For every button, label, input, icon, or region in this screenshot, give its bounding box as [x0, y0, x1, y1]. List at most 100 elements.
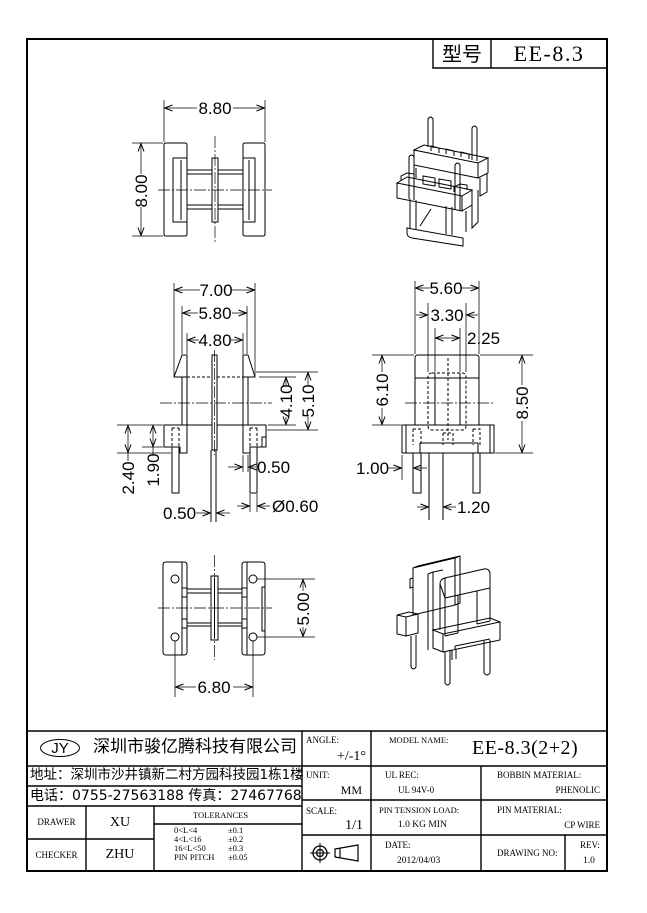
- model-name-value: EE-8.3(2+2): [472, 737, 579, 759]
- dim-label-pin-offset: 1.00: [356, 459, 389, 478]
- model-name-label: MODEL NAME:: [389, 735, 449, 745]
- top-view-dimension-lines: [141, 108, 265, 236]
- dim-label-flange-thickness: 0.50: [257, 458, 290, 477]
- top-view-centerlines: [158, 136, 272, 243]
- top-view-outline: [163, 142, 266, 237]
- isometric-pins: [408, 116, 478, 210]
- isometric-body-2: [396, 555, 502, 653]
- tolerance-value: ±0.3: [228, 843, 244, 853]
- dim-label-pin-diameter: Ø0.60: [272, 497, 318, 516]
- front-view: 7.00 5.80 4.80 4.10 5.10 2.40 1.90 0.50 …: [117, 281, 318, 523]
- checker-value: ZHU: [105, 847, 135, 862]
- dim-label-pin-gap: 1.20: [457, 498, 490, 517]
- tolerance-range: 16<L<50: [174, 843, 206, 853]
- dim-label-height: 8.00: [132, 174, 151, 207]
- tolerance-value: ±0.05: [228, 852, 248, 862]
- rev-value: 1.0: [583, 856, 595, 866]
- header-box-lines: [432, 39, 607, 69]
- address-cell: 地址：深圳市沙井镇新二村方园科技园1栋1楼: [27, 766, 304, 786]
- first-angle-projection-icon: [310, 843, 359, 863]
- projection-cell: [302, 835, 371, 871]
- dim-label-base-step: 1.90: [144, 453, 163, 486]
- model-label-cell: 型号: [433, 39, 491, 68]
- pin-material-value: CP WIRE: [564, 820, 600, 830]
- pin-hole-icon: [248, 574, 258, 584]
- side-view-outline: [401, 354, 495, 520]
- tolerances-body-cell: 0<L<4 ±0.1 4<L<16 ±0.2 16<L<50 ±0.3 PIN …: [154, 824, 302, 871]
- dim-label-center-pin: 0.50: [163, 504, 196, 523]
- drawing-no-label: DRAWING NO:: [497, 848, 558, 858]
- front-view-dimension-lines: [128, 290, 308, 513]
- dim-label-window: 3.30: [430, 306, 463, 325]
- rev-label: REV:: [580, 840, 600, 850]
- model-label: 型号: [442, 41, 482, 66]
- dim-label-pin-span: 6.80: [197, 678, 230, 697]
- angle-value: +/-1°: [336, 749, 366, 764]
- tolerances-header-cell: TOLERANCES: [154, 806, 302, 824]
- company-cell: JY 深圳市骏亿腾科技有限公司: [27, 731, 302, 766]
- bobbin-material-value: PHENOLIC: [555, 785, 601, 795]
- dim-label-flange-height: 5.10: [299, 384, 318, 417]
- scale-value: 1/1: [345, 818, 363, 833]
- dim-label-winding: 4.10: [277, 384, 296, 417]
- bobbin-material-label: BOBBIN MATERIAL:: [497, 770, 582, 780]
- company-logo: JY: [40, 739, 80, 757]
- angle-label: ANGLE:: [306, 735, 339, 745]
- dim-label-body-height: 6.10: [373, 373, 392, 406]
- tolerances-title: TOLERANCES: [193, 810, 249, 820]
- pin-tension-value: 1.0 KG MIN: [398, 820, 447, 830]
- model-value: EE-8.3: [513, 40, 585, 66]
- dim-label-inner: 2.25: [467, 329, 500, 348]
- model-name-cell: MODEL NAME: EE-8.3(2+2): [371, 731, 607, 766]
- tolerance-value: ±0.1: [228, 825, 244, 835]
- ul-rec-value: UL 94V-0: [398, 785, 435, 795]
- unit-label: UNIT:: [306, 770, 330, 780]
- dim-label-side-width: 5.60: [429, 279, 462, 298]
- unit-value: MM: [340, 783, 362, 797]
- isometric-view-bottom: [396, 555, 502, 686]
- isometric-pins-2: [410, 635, 491, 686]
- front-view-centerlines: [160, 350, 272, 455]
- isometric-body: [395, 144, 490, 247]
- drawer-label-cell: DRAWER: [27, 806, 86, 839]
- ul-rec-cell: UL REC: UL 94V-0: [371, 766, 481, 800]
- drawing-no-cell: DRAWING NO:: [481, 835, 565, 871]
- tolerance-range: 4<L<16: [174, 834, 202, 844]
- dim-label-width: 8.80: [198, 99, 231, 118]
- rev-cell: REV: 1.0: [565, 835, 607, 871]
- front-view-extension-lines: [117, 283, 318, 512]
- checker-value-cell: ZHU: [86, 839, 154, 871]
- top-view-extension-lines: [132, 100, 266, 237]
- checker-label: CHECKER: [35, 849, 78, 860]
- bottom-view: 5.00 6.80: [158, 555, 315, 697]
- bottom-view-extension-lines: [174, 578, 315, 697]
- side-view-dimension-lines: [382, 288, 522, 507]
- date-label: DATE:: [385, 840, 411, 850]
- tolerance-range: PIN PITCH: [174, 852, 215, 862]
- company-address: 地址：深圳市沙井镇新二村方园科技园1栋1楼: [30, 767, 304, 783]
- pin-material-label: PIN MATERIAL:: [497, 805, 562, 815]
- company-phone: 电话：0755-27563188 传真：27467768: [30, 788, 302, 804]
- top-view: 8.80 8.00: [132, 99, 272, 243]
- drawer-label: DRAWER: [37, 817, 76, 827]
- side-view: 5.60 3.30 2.25 6.10 8.50 1.00 1.20: [356, 279, 533, 520]
- scale-label: SCALE:: [306, 806, 338, 816]
- pin-hole-icon: [170, 574, 180, 584]
- date-cell: DATE: 2012/04/03: [371, 835, 481, 871]
- pin-tension-label: PIN TENSION LOAD:: [379, 805, 460, 815]
- drawer-value-cell: XU: [86, 806, 154, 839]
- dim-label-flange-outer: 5.80: [198, 304, 231, 323]
- bottom-view-dimension-lines: [176, 580, 304, 688]
- phone-cell: 电话：0755-27563188 传真：27467768: [27, 786, 302, 806]
- dim-label-row-spacing: 5.00: [294, 592, 313, 625]
- scale-cell: SCALE: 1/1: [302, 800, 371, 835]
- tolerance-range: 0<L<4: [174, 825, 198, 835]
- dim-label-base-height: 2.40: [119, 461, 138, 494]
- bobbin-material-cell: BOBBIN MATERIAL: PHENOLIC: [481, 766, 607, 800]
- company-name: 深圳市骏亿腾科技有限公司: [93, 737, 297, 757]
- drawer-value: XU: [109, 814, 131, 830]
- pin-hole-icon: [170, 632, 180, 642]
- model-value-cell: EE-8.3: [491, 39, 607, 68]
